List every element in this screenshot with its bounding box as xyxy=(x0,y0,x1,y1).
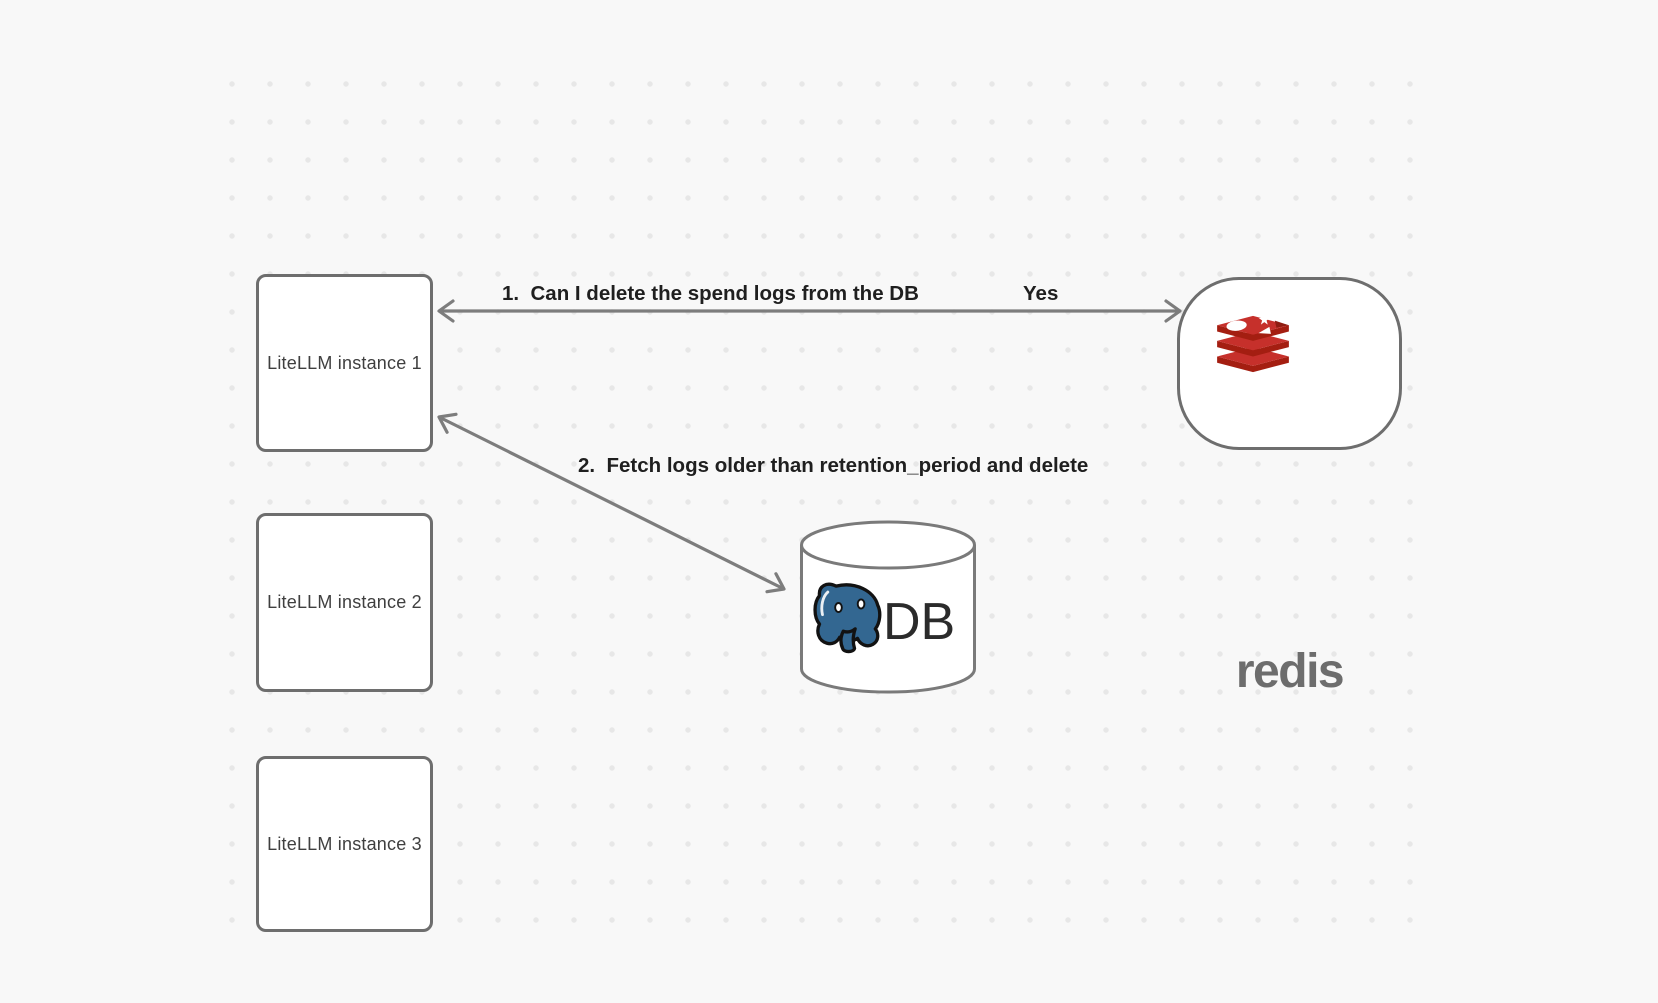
redis-stack-icon xyxy=(1217,313,1289,373)
arrow-1-label[interactable]: 1. Can I delete the spend logs from the … xyxy=(502,282,919,305)
litellm-instance-1-node[interactable]: LiteLLM instance 1 xyxy=(256,274,433,452)
redis-node[interactable]: redis xyxy=(1177,277,1402,696)
db-label: DB xyxy=(883,593,956,651)
litellm-instance-2-node[interactable]: LiteLLM instance 2 xyxy=(256,513,433,692)
arrow-2-label[interactable]: 2. Fetch logs older than retention_perio… xyxy=(578,454,1089,477)
arrow-1-response-label[interactable]: Yes xyxy=(1023,282,1059,305)
database-cylinder-shape xyxy=(800,520,976,694)
litellm-instance-2-label: LiteLLM instance 2 xyxy=(267,592,422,612)
litellm-instance-3-label: LiteLLM instance 3 xyxy=(267,833,422,854)
postgresql-elephant-icon xyxy=(813,582,882,654)
redis-wordmark: redis xyxy=(1235,645,1345,698)
database-node[interactable]: DB xyxy=(799,519,977,695)
litellm-instance-1-label: LiteLLM instance 1 xyxy=(267,352,422,373)
arrow-litellm1-to-db[interactable] xyxy=(437,412,786,594)
litellm-instance-3-node[interactable]: LiteLLM instance 3 xyxy=(256,756,433,932)
